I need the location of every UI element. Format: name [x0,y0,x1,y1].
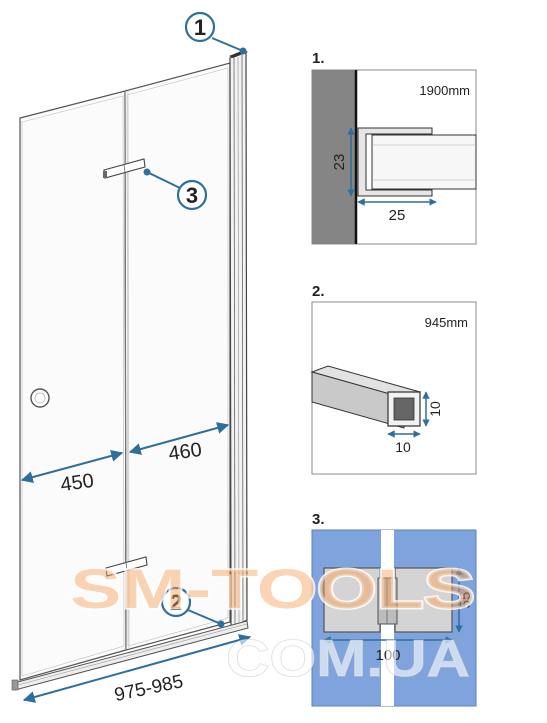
bottom-hinge [105,556,148,577]
detail-2-length: 945mm [425,315,468,330]
dimension-right-width: 460 [128,422,230,465]
detail-2-square-tube: 2. 945mm 10 10 [310,283,477,475]
watermark-line-2: COM.UA [226,630,470,688]
watermark: SM-TOOLS COM.UA [69,556,477,689]
hinge-left-plate [323,567,381,633]
detail-2-width: 10 [395,439,411,455]
detail-1-wall-profile: 1. 1900mm 23 25 [311,50,477,245]
door-drawing: 450 460 975-985 1 3 [11,11,252,706]
detail-1-height: 23 [331,154,348,171]
detail-3-width: 100 [375,647,400,664]
callout-3-number: 3 [186,183,198,208]
dimension-total-label: 975-985 [113,671,186,706]
detail-3-number: 3. [312,511,325,528]
callout-1-number: 1 [194,15,206,40]
dimension-left-label: 450 [59,470,95,496]
hinge-right-plate [394,567,453,633]
top-hinge [103,158,146,179]
detail-3-hinge: 3. 55 100 [311,511,477,707]
callout-2: 2 [160,586,225,628]
callout-3: 3 [143,168,208,211]
watermark-line-1: SM-TOOLS [70,557,475,620]
detail-2-number: 2. [312,283,325,300]
detail-1-width: 25 [389,207,406,224]
dimension-left-width: 450 [20,450,124,496]
wall-profile [229,50,248,629]
door-knob [30,388,50,408]
callout-1: 1 [184,11,247,55]
detail-3-height: 55 [457,592,474,609]
detail-1-length: 1900mm [419,83,470,98]
callout-2-number: 2 [170,590,182,615]
detail-2-height: 10 [427,401,443,417]
detail-1-number: 1. [312,50,325,67]
dimension-right-label: 460 [167,439,203,465]
